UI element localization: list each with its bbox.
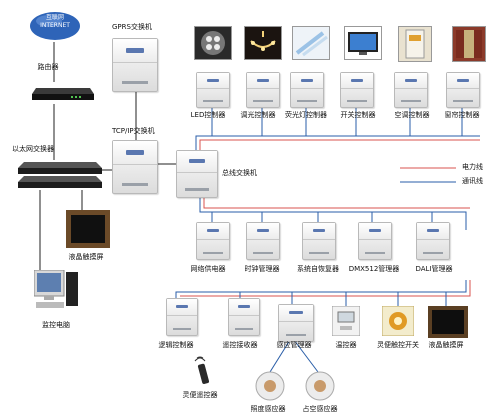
fluorescent-controller-module (290, 72, 324, 108)
illuminance-sensor-icon (254, 370, 286, 402)
comm-line-middle (199, 196, 467, 230)
air-conditioner-photo (398, 26, 432, 62)
tv-photo (344, 26, 382, 60)
thermostat-icon (331, 305, 361, 337)
remote-receiver-module (228, 298, 260, 336)
bot-label-sensor-manager: 感应管理器 (276, 341, 312, 349)
internet-label: 互联网 INTERNET (40, 14, 70, 29)
bus-switch-module (176, 150, 218, 198)
curtain-controller-module (446, 72, 480, 108)
top-label-dimming: 调光控制器 (240, 111, 276, 119)
ac-controller-module (394, 72, 428, 108)
monitor-pc-icon (33, 269, 80, 314)
mid-label-clock: 时钟管理器 (244, 265, 280, 273)
touch-switch-icon (381, 305, 415, 337)
legend-comm-line-label: 通讯线 (462, 177, 483, 185)
chandelier-photo (244, 26, 282, 60)
cable-sensor-2 (293, 339, 319, 373)
internet-globe-icon (28, 8, 82, 42)
network-power-module (196, 222, 230, 260)
sensor-label-occupancy: 占空感应器 (302, 405, 338, 413)
switch-controller-module (340, 72, 374, 108)
auto-recovery-module (302, 222, 336, 260)
mid-label-dali: DALI管理器 (415, 265, 453, 273)
bot-label-remote-receiver: 遥控接收器 (222, 341, 258, 349)
router-icon (32, 82, 94, 102)
power-line-top (199, 139, 480, 150)
logic-controller-module (166, 298, 198, 336)
gprs-switch-label: GPRS交换机 (112, 23, 152, 31)
bottom-row-drops (239, 292, 447, 306)
lcd-touch-left-icon (66, 210, 110, 248)
power-line-middle (203, 196, 470, 209)
gprs-switch-module (112, 38, 158, 92)
tcpip-switch-module (112, 140, 158, 194)
lcd-touch-right-icon (428, 306, 468, 338)
ethernet-switch-icon (18, 160, 102, 192)
legend-power-line-label: 电力线 (462, 163, 483, 171)
cable-sensor-1 (269, 339, 291, 373)
dimming-controller-module (246, 72, 280, 108)
remote-control-icon (194, 356, 212, 386)
dmx512-manager-module (358, 222, 392, 260)
sensor-label-illuminance: 照度感应器 (250, 405, 286, 413)
bot-label-lcd-right: 液晶触摸屏 (428, 341, 464, 349)
comm-line-bottom (175, 280, 467, 300)
fluorescent-tube-photo (292, 26, 330, 60)
top-label-switch: 开关控制器 (340, 111, 376, 119)
mid-label-recovery: 系统自恢复器 (297, 265, 339, 273)
remote-label: 灵便遥控器 (182, 391, 218, 399)
led-controller-module (196, 72, 230, 108)
mid-label-dmx512: DMX512管理器 (348, 265, 400, 273)
top-label-curtain: 窗帘控制器 (444, 111, 480, 119)
occupancy-sensor-icon (304, 370, 336, 402)
comm-line-top (195, 135, 480, 150)
ethernet-switch-label: 以太网交换器 (12, 145, 54, 153)
bot-label-touch-switch: 灵便触控开关 (377, 341, 419, 349)
tcpip-switch-label: TCP/IP交换机 (112, 127, 155, 135)
lcd-touch-left-label: 液晶触摸屏 (68, 253, 104, 261)
top-row-drops (211, 106, 463, 136)
power-line-bottom (180, 280, 471, 297)
router-label: 路由器 (37, 63, 59, 71)
top-label-led: LED控制器 (190, 111, 226, 119)
dali-manager-module (416, 222, 450, 260)
top-label-ac: 空调控制器 (394, 111, 430, 119)
led-lamp-photo (194, 26, 232, 60)
bot-label-thermostat: 温控器 (335, 341, 357, 349)
bus-switch-label: 总线交换机 (222, 169, 257, 177)
top-label-fluorescent: 荧光灯控制器 (285, 111, 327, 119)
curtain-photo (452, 26, 486, 62)
clock-manager-module (246, 222, 280, 260)
monitor-pc-label: 监控电脑 (42, 321, 70, 329)
mid-label-network-power: 网络供电器 (190, 265, 226, 273)
bot-label-logic: 逻辑控制器 (158, 341, 194, 349)
sensor-manager-module (278, 304, 314, 342)
middle-row-drops (211, 212, 433, 222)
